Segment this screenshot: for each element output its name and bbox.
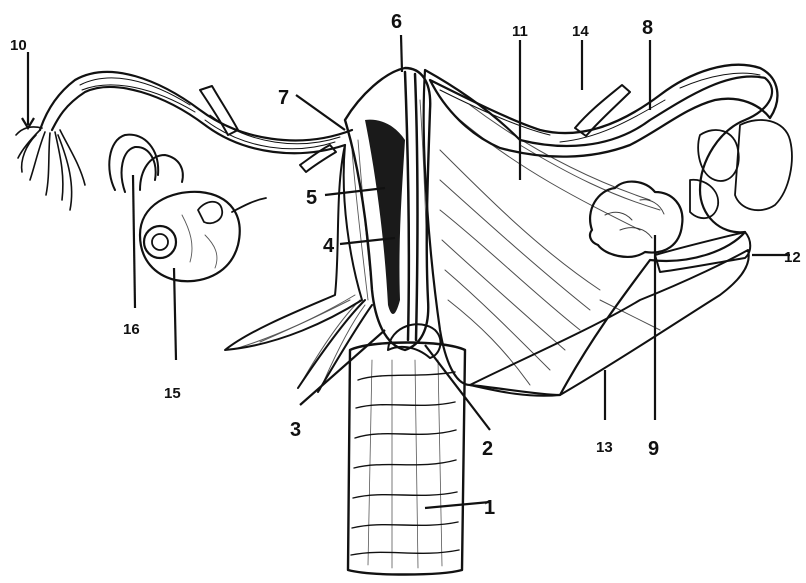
broad-ligament [424, 70, 772, 396]
label-16: 16 [123, 321, 140, 338]
label-6: 6 [391, 11, 402, 33]
anatomy-drawing [16, 65, 792, 575]
label-8: 8 [642, 17, 653, 39]
label-4: 4 [323, 235, 335, 257]
label-14: 14 [572, 23, 589, 40]
label-3: 3 [290, 419, 301, 441]
label-15: 15 [164, 385, 181, 402]
label-9: 9 [648, 438, 659, 460]
label-12: 12 [784, 249, 801, 266]
label-2: 2 [482, 438, 493, 460]
right-fimbriae [690, 120, 792, 218]
right-ovary [590, 182, 682, 257]
label-5: 5 [306, 187, 317, 209]
right-uterine-tube [430, 65, 792, 218]
label-11: 11 [512, 23, 528, 40]
label-7: 7 [278, 87, 289, 109]
left-fimbriae [16, 127, 85, 210]
left-uterine-tube [16, 72, 352, 210]
label-1: 1 [484, 497, 495, 519]
label-13: 13 [596, 439, 613, 456]
label-10: 10 [10, 37, 27, 54]
